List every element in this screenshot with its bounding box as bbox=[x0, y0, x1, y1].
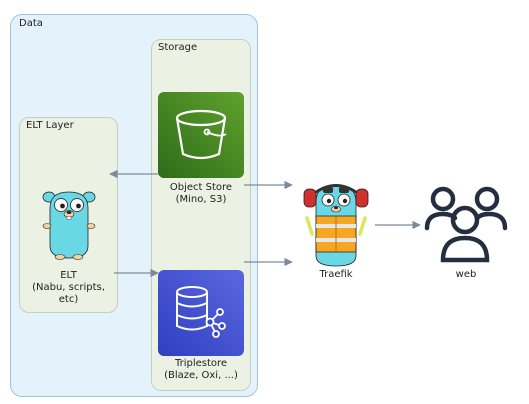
bucket-icon bbox=[175, 109, 227, 160]
object-store-icon-box bbox=[158, 92, 244, 178]
triplestore-icon-box bbox=[158, 270, 244, 356]
elt-subtitle-1: (Nabu, scripts, bbox=[32, 282, 105, 293]
triplestore-title: Triplestore bbox=[174, 358, 228, 369]
database-graph-icon bbox=[176, 286, 226, 338]
elt-layer-cluster-label: ELT Layer bbox=[26, 120, 74, 131]
traefik-title: Traefik bbox=[319, 269, 353, 280]
elt-subtitle-2: etc) bbox=[58, 294, 79, 305]
web-title: web bbox=[455, 269, 477, 280]
gopher-icon bbox=[42, 191, 96, 260]
storage-cluster-label: Storage bbox=[158, 42, 198, 53]
traefik-gopher-icon bbox=[303, 184, 369, 267]
elt-layer-cluster: ELT Layer bbox=[19, 117, 118, 313]
elt-label: ELT (Nabu, scripts, etc) bbox=[19, 270, 118, 306]
data-cluster-label: Data bbox=[19, 18, 43, 29]
triplestore-subtitle: (Blaze, Oxi, ...) bbox=[164, 370, 238, 381]
object-store-subtitle: (Mino, S3) bbox=[175, 194, 227, 205]
object-store-title: Object Store bbox=[169, 182, 233, 193]
object-store-label: Object Store (Mino, S3) bbox=[151, 182, 251, 206]
users-icon bbox=[424, 186, 508, 263]
triplestore-label: Triplestore (Blaze, Oxi, ...) bbox=[146, 358, 256, 382]
traefik-label: Traefik bbox=[296, 269, 376, 281]
elt-title: ELT bbox=[60, 270, 77, 281]
web-label: web bbox=[426, 269, 506, 281]
